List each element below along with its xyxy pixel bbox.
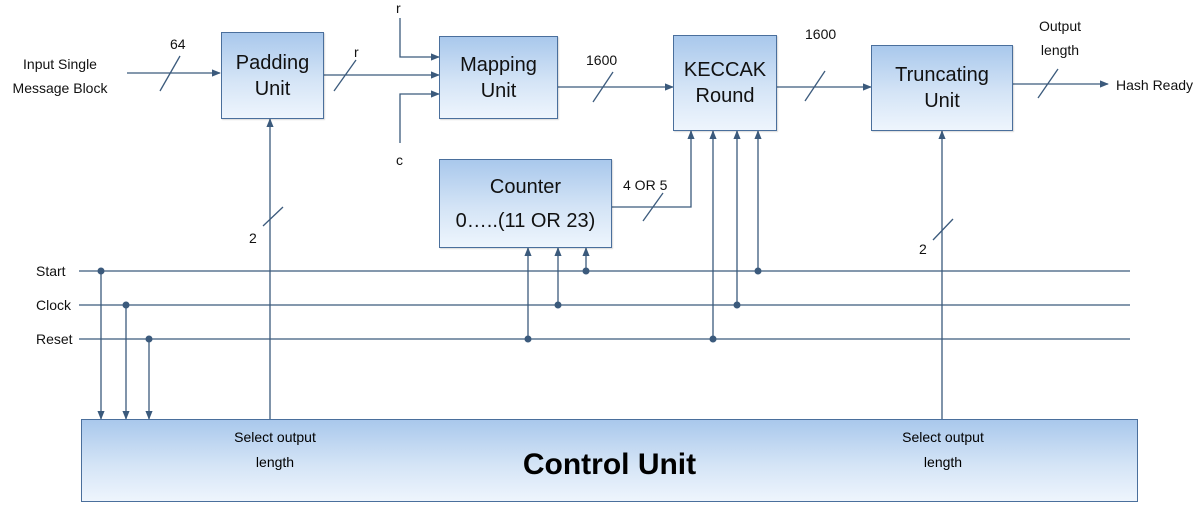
- junction-clock-counter: [554, 301, 562, 309]
- reset-signal-label: Reset: [36, 331, 73, 347]
- bus-slash-1600-a: [592, 71, 614, 103]
- mapping-unit-label-1: Mapping: [460, 53, 537, 76]
- bus-slash-2-right: [932, 218, 954, 241]
- control-unit-left-subtitle: Select output length: [205, 425, 345, 475]
- left-subtitle-line-2: length: [255, 454, 295, 470]
- padding-unit-label-1: Padding: [235, 51, 310, 74]
- wire-r-input: [399, 18, 440, 61]
- truncating-unit-label-1: Truncating: [895, 64, 989, 86]
- start-signal-label: Start: [36, 263, 66, 279]
- bus-slash-2-left: [262, 206, 284, 227]
- mapping-unit-block: Mapping Unit: [439, 36, 558, 119]
- counter-block: Counter 0…..(11 OR 23): [439, 159, 612, 248]
- truncating-unit-block: Truncating Unit: [871, 45, 1013, 131]
- junction-reset-keccak: [709, 335, 717, 343]
- truncating-unit-label-2: Unit: [924, 90, 960, 112]
- left-subtitle-line-1: Select output: [234, 429, 316, 445]
- bus-width-2-left-label: 2: [249, 230, 257, 246]
- bus-slash-1600-b: [804, 70, 826, 102]
- padding-unit-block: Padding Unit: [221, 32, 324, 119]
- control-unit-block: Control Unit Select output length Select…: [81, 419, 1138, 502]
- control-unit-title: Control Unit: [522, 448, 697, 481]
- counter-label-2: 0…..(11 OR 23): [455, 209, 596, 232]
- right-subtitle-line-2: length: [923, 454, 963, 470]
- output-length-line-2: length: [1040, 42, 1080, 58]
- input-label-line-2: Message Block: [12, 80, 108, 96]
- bus-slash-r: [333, 59, 357, 92]
- mapping-unit-label-2: Unit: [480, 79, 517, 102]
- output-length-label: Output length: [1020, 14, 1100, 62]
- keccak-round-block: KECCAK Round: [673, 35, 777, 131]
- bus-width-r-label: r: [354, 44, 359, 60]
- junction-start-control: [97, 267, 105, 275]
- junction-clock-control: [122, 301, 130, 309]
- bus-width-1600-a-label: 1600: [586, 52, 618, 68]
- input-label-line-1: Input Single: [23, 56, 97, 72]
- input-label: Input Single Message Block: [0, 52, 120, 100]
- control-unit-right-subtitle: Select output length: [873, 425, 1013, 475]
- counter-bus-width-label: 4 OR 5: [623, 177, 668, 193]
- bus-slash-counter: [642, 192, 664, 222]
- wire-counter-to-keccak: [612, 130, 695, 208]
- bus-slash-64: [159, 55, 181, 92]
- junction-start-counter: [582, 267, 590, 275]
- hash-ready-label: Hash Ready: [1116, 77, 1194, 93]
- bus-width-2-right-label: 2: [919, 241, 927, 257]
- junction-reset-control: [145, 335, 153, 343]
- right-subtitle-line-1: Select output: [902, 429, 984, 445]
- output-length-line-1: Output: [1038, 18, 1082, 34]
- clock-signal-label: Clock: [36, 297, 72, 313]
- padding-unit-label-2: Unit: [254, 77, 291, 100]
- r-input-label: r: [396, 0, 401, 16]
- c-input-label: c: [396, 152, 403, 168]
- bus-width-1600-b-label: 1600: [805, 26, 837, 42]
- junction-start-keccak: [754, 267, 762, 275]
- wire-c-input: [399, 90, 440, 143]
- counter-label-1: Counter: [489, 175, 562, 198]
- junction-clock-keccak: [733, 301, 741, 309]
- bus-width-64-label: 64: [170, 36, 186, 52]
- junction-reset-counter: [524, 335, 532, 343]
- keccak-round-label-2: Round: [695, 85, 755, 107]
- keccak-round-label-1: KECCAK: [683, 59, 767, 81]
- bus-slash-output: [1037, 68, 1059, 99]
